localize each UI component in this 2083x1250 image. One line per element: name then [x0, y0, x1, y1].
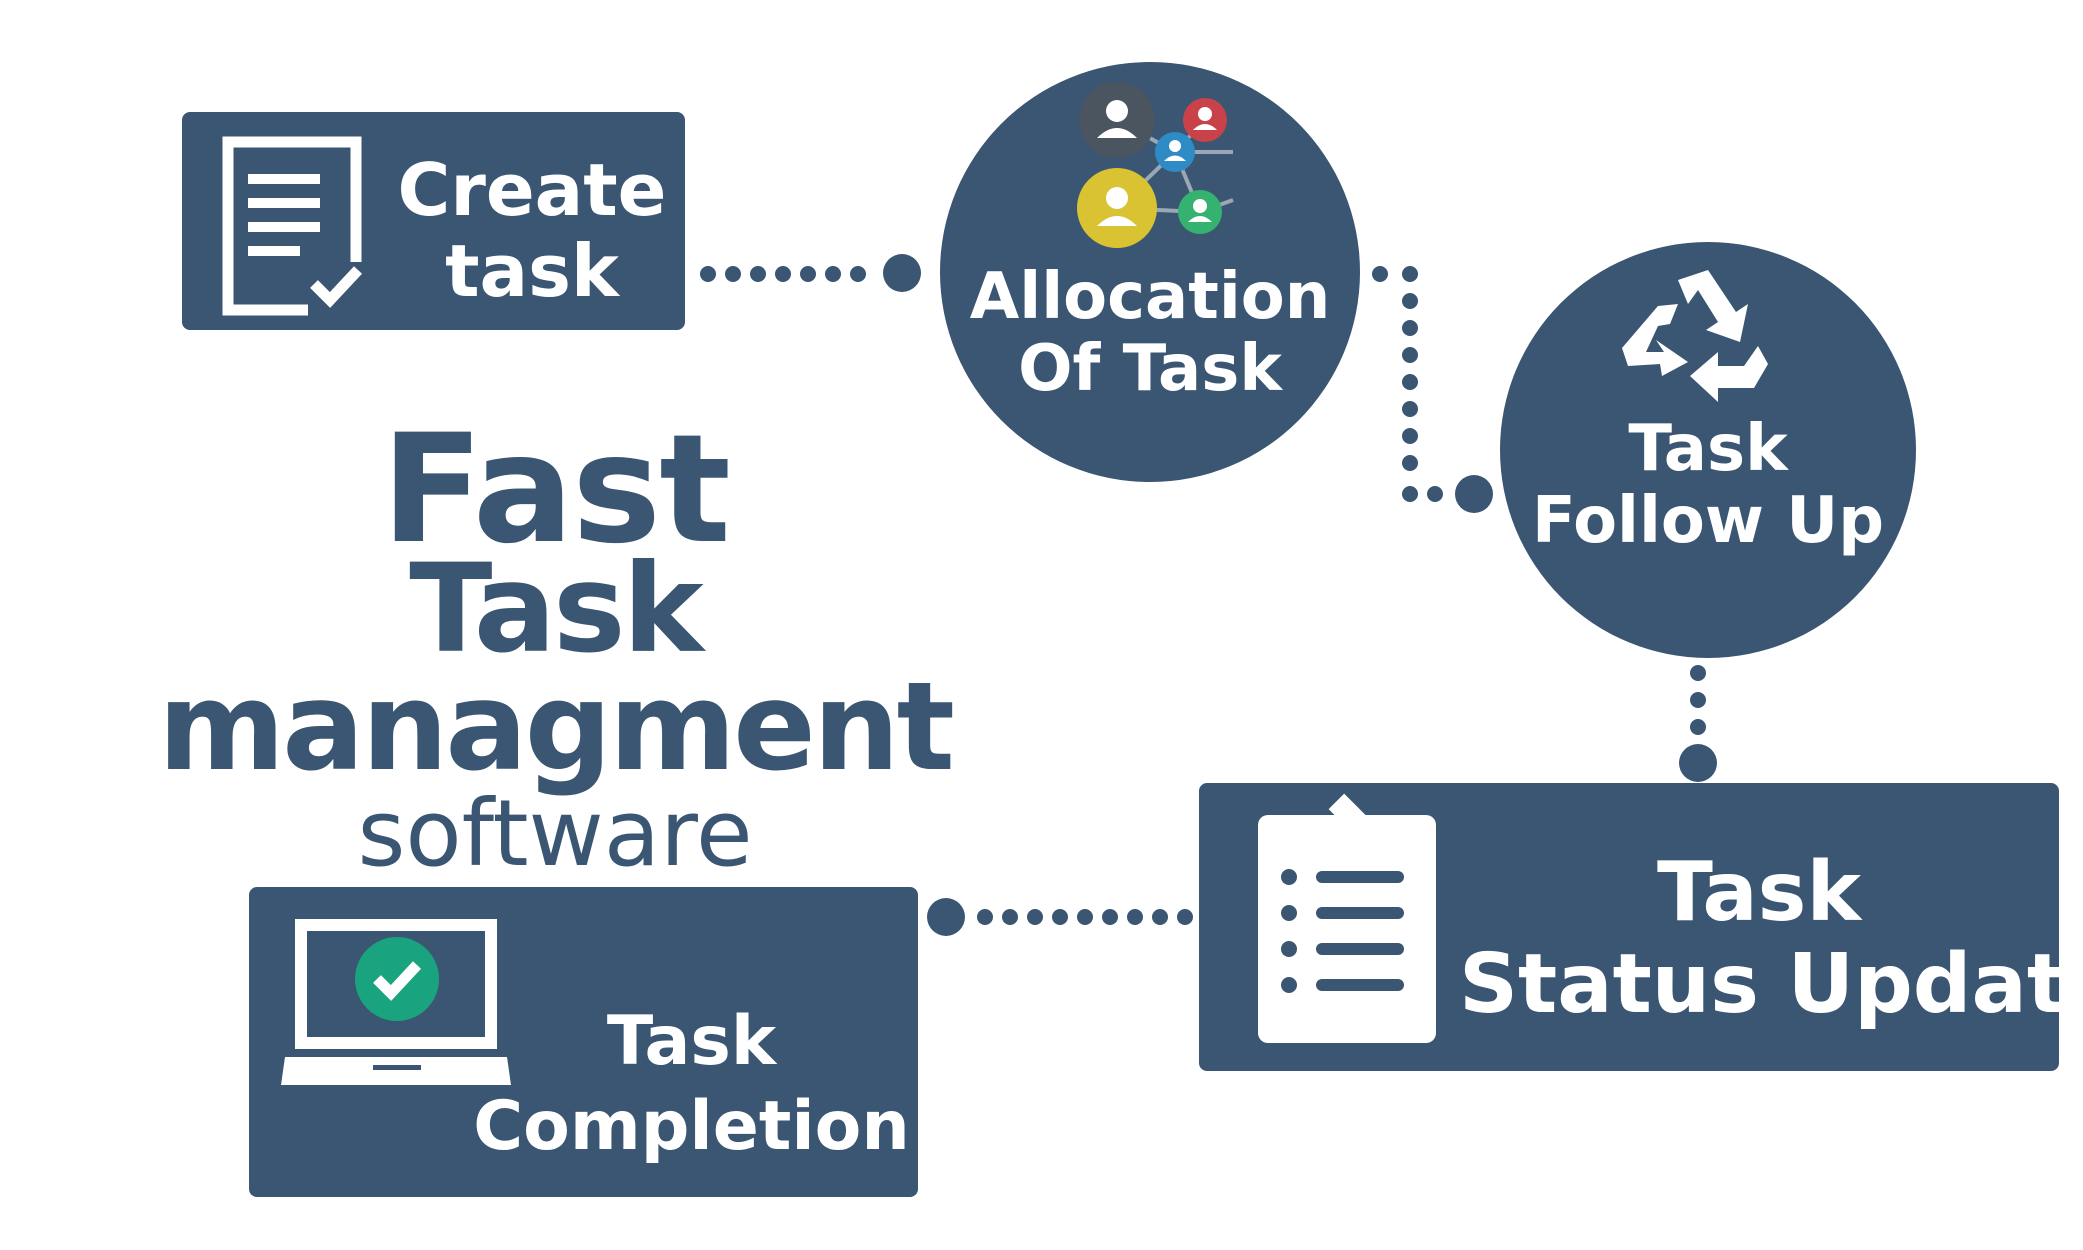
step-task-completion: Task Completion: [249, 887, 918, 1197]
step-task-follow-up: Task Follow Up: [1500, 242, 1916, 658]
allocation-label: Allocation Of Task: [969, 260, 1331, 406]
people-network-icon: [1077, 82, 1234, 248]
follow-up-label: Task Follow Up: [1531, 412, 1885, 558]
step-task-status-update: Task Status Update: [1199, 783, 2083, 1071]
clipboard-list-icon: [1258, 793, 1436, 1043]
step-allocation-of-task: Allocation Of Task: [940, 62, 1360, 482]
laptop-check-icon: [281, 919, 511, 1085]
completion-label: Task Completion: [473, 1002, 910, 1166]
step-create-task: Create task: [182, 112, 685, 330]
recycle-arrows-icon: [1622, 270, 1768, 402]
headline-fast: Fast: [381, 403, 731, 577]
status-update-label: Task Status Update: [1459, 845, 2083, 1032]
create-task-label: Create task: [397, 148, 667, 313]
headline: Fast Task managment software: [40, 403, 1070, 887]
document-check-icon: [222, 136, 388, 322]
headline-task-management: Task managment: [158, 538, 955, 798]
headline-software: software: [357, 780, 753, 887]
